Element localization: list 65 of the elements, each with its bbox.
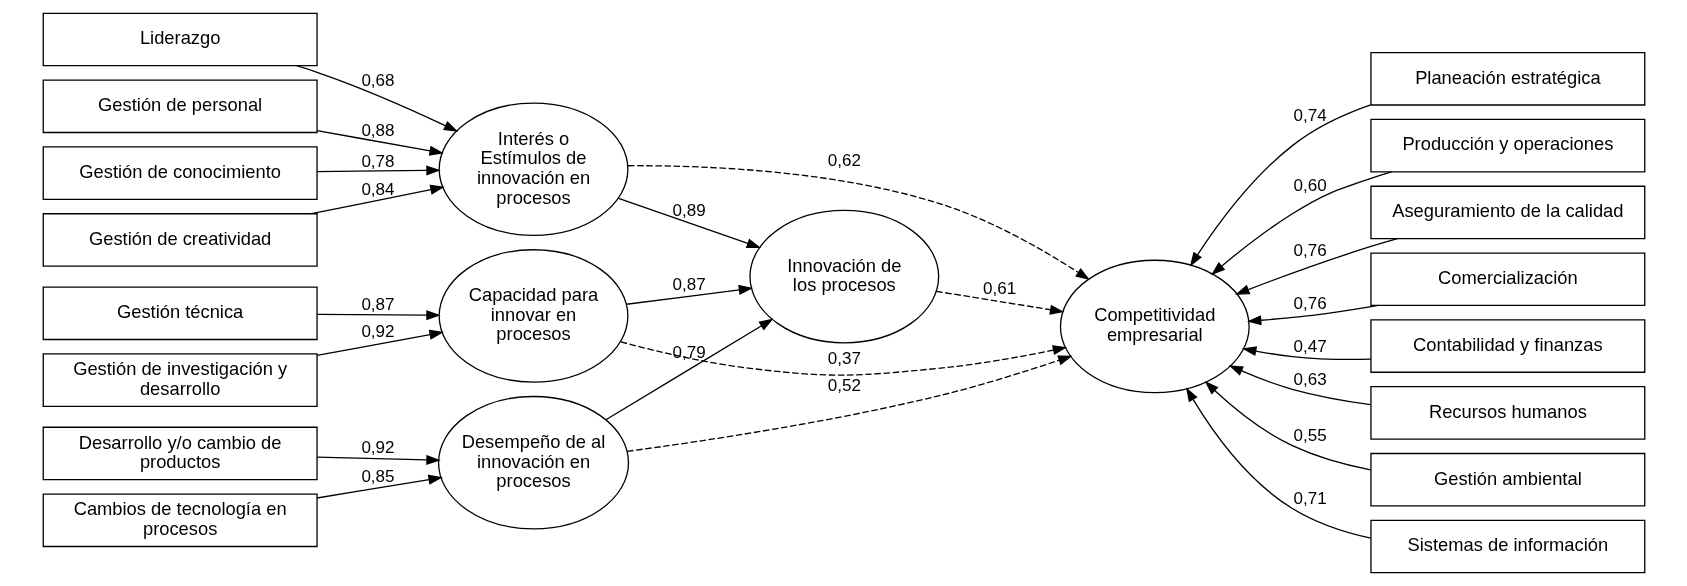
arrow: [625, 355, 1073, 453]
node-box: Gestión técnica: [42, 286, 318, 341]
arrow: [1204, 380, 1371, 471]
edge-label: 0,87: [360, 294, 395, 314]
edge-label: 0,85: [360, 466, 395, 486]
arrow: [295, 65, 458, 132]
node-box: Gestión de personal: [42, 79, 318, 134]
edge-label: 0,71: [1292, 488, 1327, 508]
arrow: [1210, 171, 1392, 276]
node-box: Comercialización: [1369, 252, 1645, 307]
node-box: Planeación estratégica: [1369, 51, 1645, 106]
node-ellipse: Innovación de los procesos: [748, 209, 939, 344]
edge-label: 0,74: [1292, 106, 1327, 126]
node-box: Cambios de tecnología en procesos: [42, 493, 318, 548]
edge-label: 0,52: [827, 376, 861, 396]
node-box: Gestión de creatividad: [42, 213, 318, 267]
arrow: [1246, 304, 1379, 326]
arrow: [617, 197, 761, 249]
arrow: [310, 184, 445, 215]
node-ellipse: Capacidad para innovar en procesos: [438, 249, 628, 383]
edge-label: 0,68: [360, 70, 395, 90]
arrow: [1228, 365, 1371, 406]
node-box: Gestión ambiental: [1369, 452, 1645, 507]
node-box: Aseguramiento de la calidad: [1369, 185, 1645, 240]
arrow: [625, 284, 753, 305]
arrow: [315, 165, 441, 176]
node-box: Contabilidad y finanzas: [1369, 319, 1645, 373]
edge-label: 0,84: [360, 179, 395, 199]
edge-label: 0,88: [360, 120, 395, 140]
node-box: Sistemas de información: [1369, 519, 1645, 574]
edge-label: 0,87: [672, 275, 706, 295]
edge-label: 0,92: [360, 322, 395, 342]
node-ellipse: Desempeño de al innovación en procesos: [437, 395, 629, 530]
arrow: [315, 474, 443, 499]
arrow: [315, 310, 441, 321]
arrow: [315, 454, 441, 465]
edge-label: 0,61: [982, 279, 1016, 299]
edge-label: 0,89: [672, 200, 706, 220]
arrow: [1189, 104, 1371, 267]
node-box: Desarrollo y/o cambio de productos: [42, 426, 318, 481]
arrow: [315, 329, 444, 356]
edge-label: 0,78: [360, 152, 395, 172]
edge-label: 0,60: [1292, 175, 1327, 195]
arrow: [1185, 387, 1371, 539]
arrow: [604, 318, 773, 421]
edge-label: 0,55: [1292, 425, 1327, 445]
node-ellipse: Interés o Estímulos de innovación en procesos: [438, 102, 628, 236]
arrow: [626, 165, 1090, 281]
arrow: [619, 341, 1067, 376]
arrow: [1241, 346, 1372, 361]
edge-label: 0,76: [1292, 293, 1327, 313]
edge-label: 0,62: [827, 150, 861, 170]
edge-label: 0,76: [1292, 241, 1327, 261]
edge-label: 0,79: [672, 343, 706, 363]
node-box: Gestión de conocimiento: [42, 146, 318, 200]
edge-label: 0,63: [1292, 369, 1327, 389]
node-box: Recursos humanos: [1369, 386, 1645, 440]
edge-label: 0,92: [360, 437, 395, 457]
arrow: [315, 129, 444, 156]
node-box: Liderazgo: [42, 12, 318, 67]
node-box: Producción y operaciones: [1369, 118, 1645, 173]
edge-label: 0,47: [1292, 336, 1327, 356]
arrow: [935, 290, 1064, 315]
node-box: Gestión de investigación y desarrollo: [42, 353, 318, 407]
edge-label: 0,37: [827, 348, 861, 368]
